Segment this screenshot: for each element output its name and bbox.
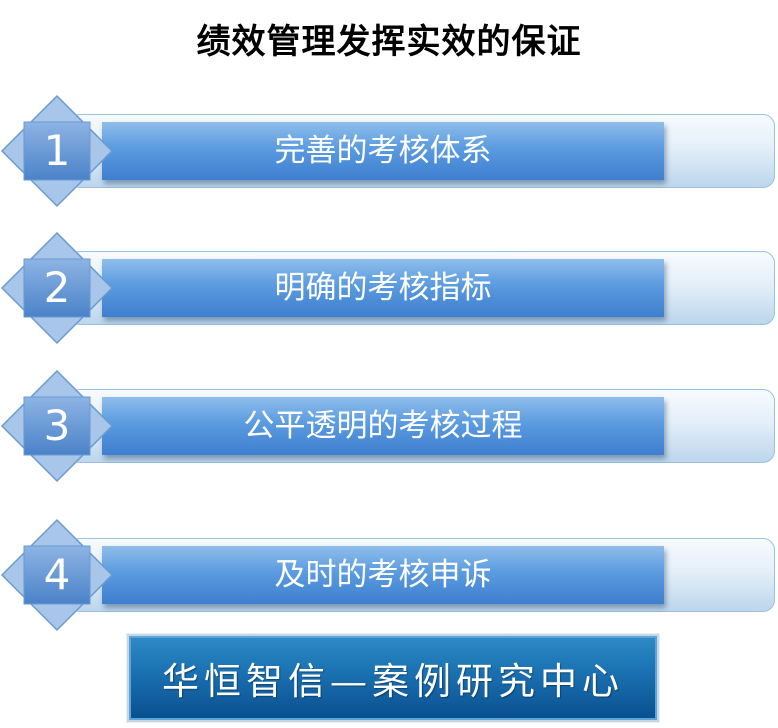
row-label-bar: 公平透明的考核过程 bbox=[102, 397, 664, 455]
page-title: 绩效管理发挥实效的保证 bbox=[196, 22, 582, 62]
row-label-bar: 明确的考核指标 bbox=[102, 259, 664, 317]
step-number: 4 bbox=[43, 550, 71, 599]
number-badge-diamond-icon bbox=[0, 369, 114, 483]
logo-text: 华恒智信—案例研究中心 bbox=[162, 660, 624, 703]
step-number: 1 bbox=[43, 126, 71, 175]
row-label: 明确的考核指标 bbox=[274, 269, 492, 306]
step-number: 2 bbox=[43, 263, 71, 312]
row-label-bar: 及时的考核申诉 bbox=[102, 546, 664, 604]
row-label: 及时的考核申诉 bbox=[274, 556, 492, 593]
list-item-4: 及时的考核申诉 4 bbox=[0, 518, 778, 632]
number-badge-diamond-icon bbox=[0, 231, 114, 345]
row-label: 公平透明的考核过程 bbox=[243, 407, 523, 444]
number-badge-diamond-icon bbox=[0, 94, 114, 208]
step-number: 3 bbox=[43, 401, 71, 450]
list-item-1: 完善的考核体系 1 bbox=[0, 94, 778, 208]
logo-banner: 华恒智信—案例研究中心 bbox=[127, 634, 659, 722]
row-label-bar: 完善的考核体系 bbox=[102, 122, 664, 180]
list-item-2: 明确的考核指标 2 bbox=[0, 231, 778, 345]
list-item-3: 公平透明的考核过程 3 bbox=[0, 369, 778, 483]
row-label: 完善的考核体系 bbox=[274, 132, 492, 169]
number-badge-diamond-icon bbox=[0, 518, 114, 632]
